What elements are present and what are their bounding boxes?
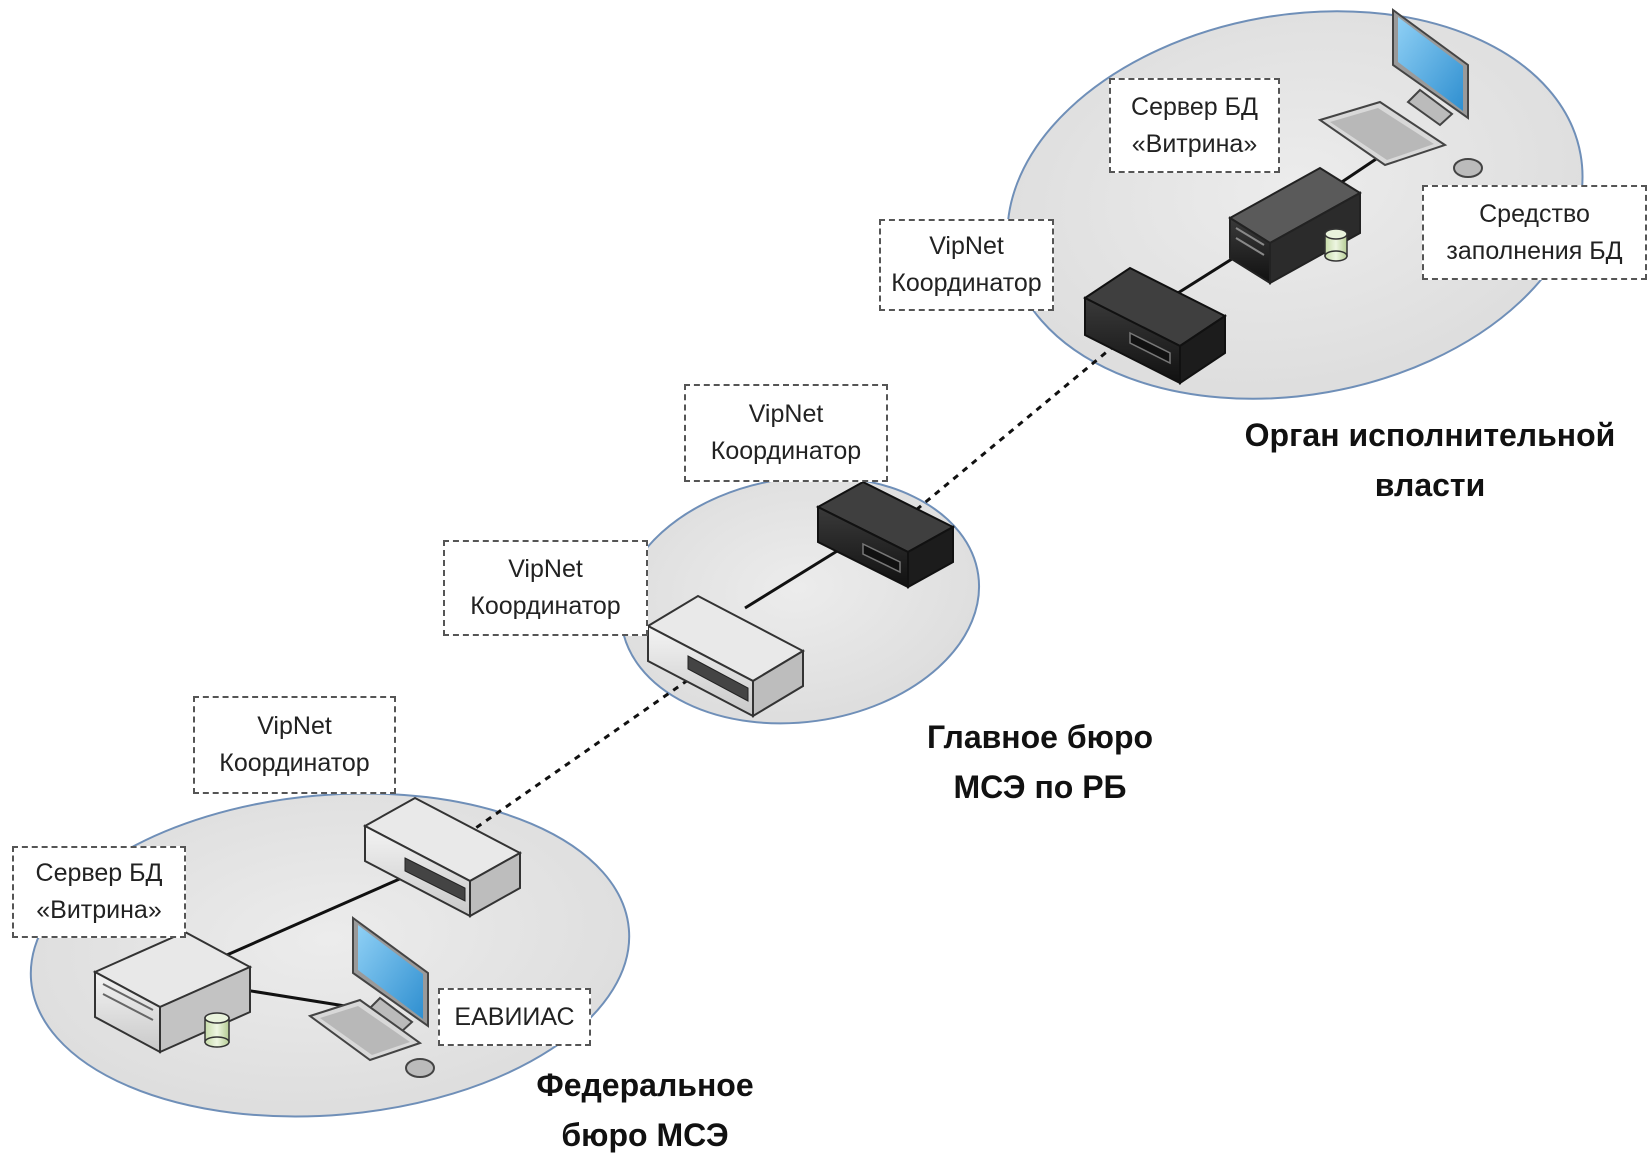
label-fed-db-server: Сервер БД «Витрина»: [12, 846, 186, 938]
zone-title-executive: Орган исполнительной власти: [1244, 417, 1616, 503]
label-exec-db-server: Сервер БД «Витрина»: [1109, 78, 1280, 173]
rack-coordinator-dark-icon: [1083, 266, 1227, 385]
database-icon: [1324, 228, 1348, 262]
rack-coordinator-light-icon: [362, 796, 523, 918]
server-icon: [92, 930, 253, 1054]
link-vpn-main-federal: [469, 678, 689, 834]
rack-coordinator-light-icon: [645, 594, 806, 718]
server-icon: [1228, 166, 1362, 285]
zone-main-bureau: [619, 475, 981, 725]
label-main-coordinator-top: VipNet Координатор: [684, 384, 888, 482]
database-icon: [204, 1012, 230, 1048]
workstation-icon: [1317, 8, 1483, 178]
label-exec-coordinator: VipNet Координатор: [879, 219, 1054, 311]
zone-title-federal: Федеральное бюро МСЭ: [536, 1067, 754, 1153]
rack-coordinator-dark-icon: [815, 480, 956, 589]
label-exec-fill-tool: Средство заполнения БД: [1422, 185, 1647, 280]
zone-title-main-bureau: Главное бюро МСЭ по РБ: [926, 719, 1154, 805]
label-fed-coordinator: VipNet Координатор: [193, 696, 396, 794]
link-vpn-exec-main: [909, 343, 1116, 517]
label-main-coordinator-left: VipNet Координатор: [443, 540, 648, 636]
link-fed-coordinator-server: [219, 868, 421, 960]
workstation-icon: [307, 916, 435, 1078]
label-fed-eaviias: ЕАВИИАС: [438, 988, 591, 1046]
